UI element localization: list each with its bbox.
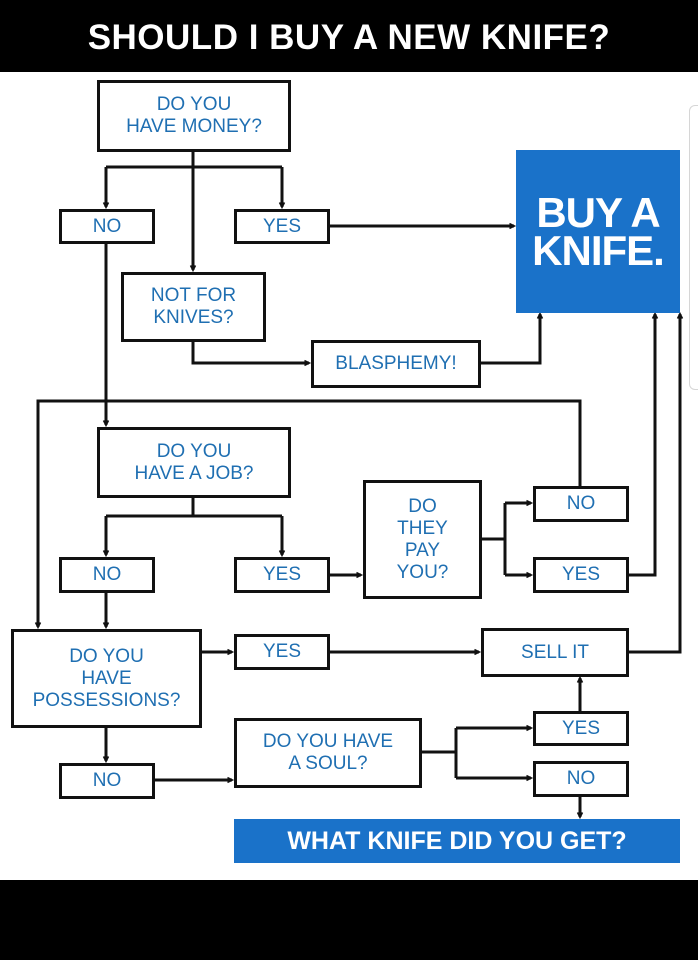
node-buy-a-knife: BUY A KNIFE. — [516, 150, 680, 313]
line-job-split — [106, 497, 282, 518]
node-pay-yes: YES — [533, 557, 629, 593]
arrow-blasphemy-buy — [480, 311, 544, 365]
line-money-split — [106, 151, 282, 169]
arrow-sell-buy — [628, 311, 684, 654]
node-job-yes: YES — [234, 557, 330, 593]
node-possessions-no: NO — [59, 763, 155, 799]
node-soul-no: NO — [533, 761, 629, 797]
node-have-possessions: DO YOU HAVE POSSESSIONS? — [11, 629, 202, 728]
arrow-payyes-buy — [628, 311, 659, 577]
arrow-notfor-blasphemy — [191, 341, 312, 367]
node-possessions-yes: YES — [234, 634, 330, 670]
node-not-for-knives: NOT FOR KNIVES? — [121, 272, 266, 342]
node-sell-it: SELL IT — [481, 628, 629, 677]
node-have-job: DO YOU HAVE A JOB? — [97, 427, 291, 498]
node-money-yes: YES — [234, 209, 330, 244]
connector-lines — [34, 151, 684, 820]
node-do-they-pay: DO THEY PAY YOU? — [363, 480, 482, 599]
node-what-knife: WHAT KNIFE DID YOU GET? — [234, 819, 680, 863]
node-job-no: NO — [59, 557, 155, 593]
screen-edge-overlay — [689, 105, 698, 390]
node-pay-no: NO — [533, 486, 629, 522]
line-pay-split — [481, 503, 507, 575]
node-soul-yes: YES — [533, 711, 629, 746]
arrow-paid-no-loop — [34, 399, 582, 630]
node-blasphemy: BLASPHEMY! — [311, 340, 481, 388]
line-soul-split — [421, 728, 458, 778]
node-money-no: NO — [59, 209, 155, 244]
page-title: SHOULD I BUY A NEW KNIFE? — [0, 0, 698, 72]
node-have-money: DO YOU HAVE MONEY? — [97, 80, 291, 152]
node-have-soul: DO YOU HAVE A SOUL? — [234, 718, 422, 788]
